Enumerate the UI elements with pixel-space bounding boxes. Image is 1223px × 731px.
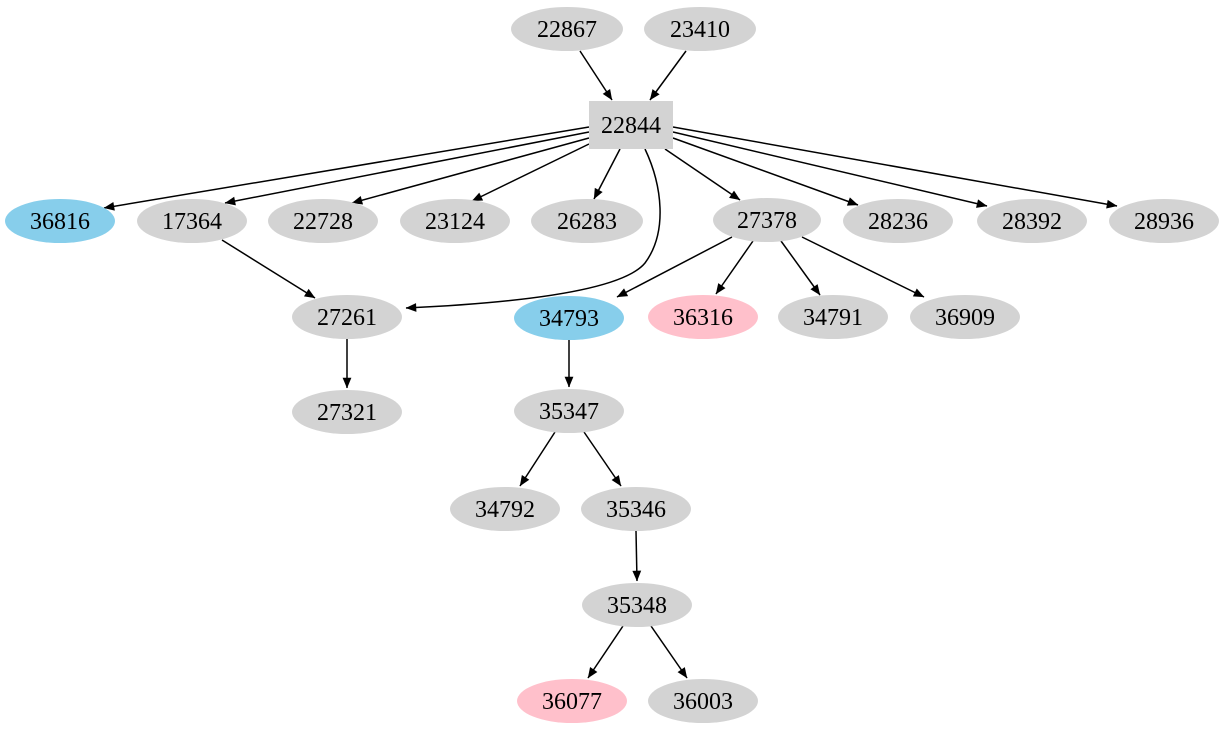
node-23124-label: 23124 xyxy=(425,209,485,235)
edge-22844-36816 xyxy=(103,126,590,211)
edge-22844-17364 xyxy=(224,131,590,206)
node-22728: 22728 xyxy=(268,199,378,243)
node-36909-label: 36909 xyxy=(935,305,995,331)
node-27321: 27321 xyxy=(292,390,402,434)
node-23124: 23124 xyxy=(400,199,510,243)
node-36077-label: 36077 xyxy=(542,689,602,715)
node-27261-label: 27261 xyxy=(317,305,377,331)
node-34792-shape xyxy=(450,487,560,531)
node-36003-label: 36003 xyxy=(673,689,733,715)
node-22728-shape xyxy=(268,199,378,243)
node-27261: 27261 xyxy=(292,295,402,339)
node-28236-shape xyxy=(843,199,953,243)
node-34792-label: 34792 xyxy=(475,497,535,523)
edge-22867-22844 xyxy=(579,50,613,101)
node-28936-shape xyxy=(1109,199,1219,243)
node-34793-shape xyxy=(514,296,624,340)
node-layer: 22867 23410 22844 36816 17364 22728 xyxy=(5,7,1219,723)
node-35348: 35348 xyxy=(582,583,692,627)
node-26283-label: 26283 xyxy=(557,209,617,235)
node-35346-shape xyxy=(581,487,691,531)
node-17364-label: 17364 xyxy=(162,209,222,235)
node-27378: 27378 xyxy=(713,198,821,242)
node-22728-label: 22728 xyxy=(293,209,353,235)
node-34792: 34792 xyxy=(450,487,560,531)
edge-17364-27261 xyxy=(221,239,316,299)
edge-22844-22728 xyxy=(351,137,590,205)
node-36316: 36316 xyxy=(648,295,758,339)
edge-35347-34792 xyxy=(519,431,556,487)
edge-22844-28936 xyxy=(672,126,1118,209)
edge-35348-36003 xyxy=(650,625,688,679)
node-35346: 35346 xyxy=(581,487,691,531)
node-27378-shape xyxy=(713,198,821,242)
node-36909: 36909 xyxy=(910,295,1020,339)
node-26283: 26283 xyxy=(531,199,643,243)
node-27378-label: 27378 xyxy=(737,208,797,234)
edge-27378-36316 xyxy=(715,240,754,295)
node-28392-label: 28392 xyxy=(1002,209,1062,235)
edge-22844-23124 xyxy=(471,143,590,202)
edge-22844-27378 xyxy=(664,148,741,201)
node-36003-shape xyxy=(648,679,758,723)
edge-22844-28392 xyxy=(672,131,988,208)
edge-27378-36909 xyxy=(801,236,925,298)
node-23410-label: 23410 xyxy=(670,17,730,43)
edge-23410-22844 xyxy=(649,50,687,101)
node-28392: 28392 xyxy=(977,199,1087,243)
edge-27378-34793 xyxy=(616,236,733,298)
edge-22844-28236 xyxy=(672,137,859,206)
node-35346-label: 35346 xyxy=(606,497,666,523)
node-28236: 28236 xyxy=(843,199,953,243)
node-22867-shape xyxy=(511,7,623,51)
edge-35346-35348 xyxy=(632,530,642,582)
node-35347-label: 35347 xyxy=(539,399,599,425)
node-23410-shape xyxy=(644,7,756,51)
node-22844-shape xyxy=(589,101,673,149)
node-17364-shape xyxy=(137,199,247,243)
edge-22844-27261 xyxy=(405,148,661,312)
node-35348-shape xyxy=(582,583,692,627)
node-22844: 22844 xyxy=(589,101,673,149)
node-35348-label: 35348 xyxy=(607,593,667,619)
node-34791-shape xyxy=(778,295,888,339)
node-36077: 36077 xyxy=(517,679,627,723)
node-28236-label: 28236 xyxy=(868,209,928,235)
edge-layer xyxy=(103,50,1118,679)
node-36816-label: 36816 xyxy=(30,209,90,235)
node-23410: 23410 xyxy=(644,7,756,51)
node-35347-shape xyxy=(514,389,624,433)
node-22844-label: 22844 xyxy=(601,113,661,139)
node-36816: 36816 xyxy=(5,199,115,243)
node-36909-shape xyxy=(910,295,1020,339)
node-36003: 36003 xyxy=(648,679,758,723)
node-27321-shape xyxy=(292,390,402,434)
node-28392-shape xyxy=(977,199,1087,243)
node-34793: 34793 xyxy=(514,296,624,340)
node-36816-shape xyxy=(5,199,115,243)
node-22867-label: 22867 xyxy=(537,17,597,43)
node-36316-shape xyxy=(648,295,758,339)
edge-35348-36077 xyxy=(587,625,624,679)
node-34791-label: 34791 xyxy=(803,305,863,331)
edge-27378-34791 xyxy=(780,240,821,296)
node-34793-label: 34793 xyxy=(539,306,599,332)
node-27321-label: 27321 xyxy=(317,400,377,426)
edge-22844-26283 xyxy=(593,148,621,200)
node-28936: 28936 xyxy=(1109,199,1219,243)
node-34791: 34791 xyxy=(778,295,888,339)
node-27261-shape xyxy=(292,295,402,339)
node-22867: 22867 xyxy=(511,7,623,51)
node-36316-label: 36316 xyxy=(673,305,733,331)
node-17364: 17364 xyxy=(137,199,247,243)
node-35347: 35347 xyxy=(514,389,624,433)
edge-35347-35346 xyxy=(583,431,622,487)
node-26283-shape xyxy=(531,199,643,243)
node-23124-shape xyxy=(400,199,510,243)
node-28936-label: 28936 xyxy=(1134,209,1194,235)
node-36077-shape xyxy=(517,679,627,723)
